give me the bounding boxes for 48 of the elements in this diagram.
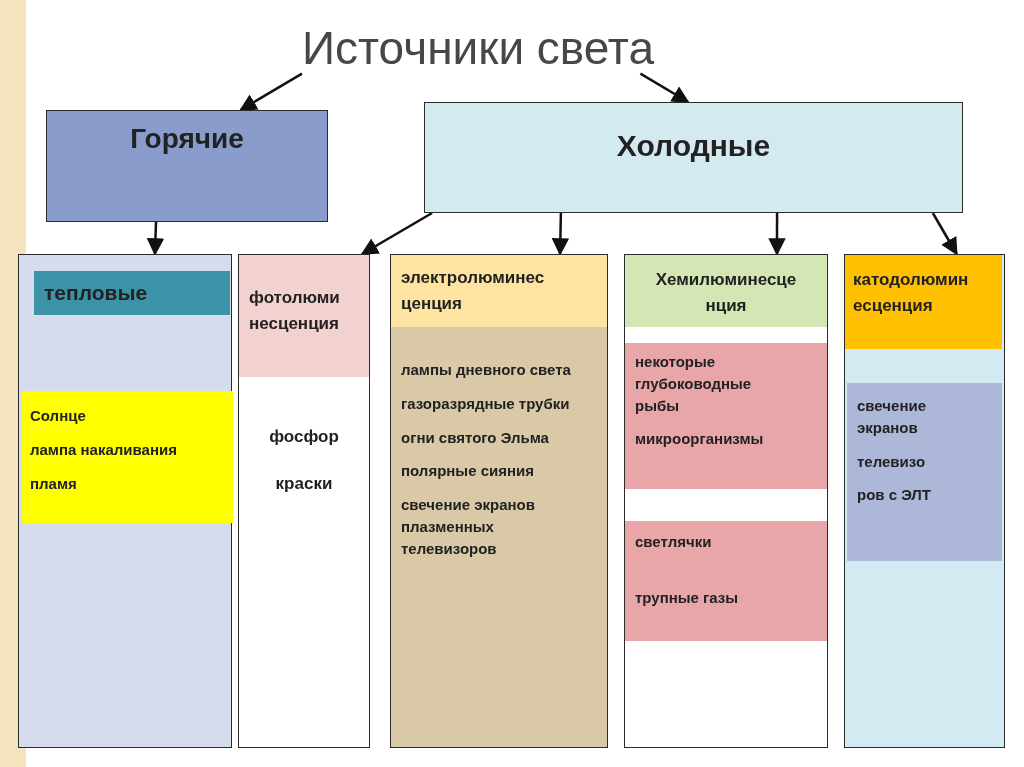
- item-text: ров с ЭЛТ: [857, 485, 931, 506]
- item-text: газоразрядные трубки: [401, 393, 570, 414]
- arrow: [768, 213, 786, 256]
- item-text: полярные сияния: [401, 461, 535, 482]
- item-text: краски: [275, 472, 333, 495]
- examples-box: [22, 391, 233, 523]
- header-band: [391, 255, 607, 327]
- title-text: Источники света: [302, 21, 654, 75]
- item-text: Солнце: [30, 406, 86, 426]
- arrow: [239, 72, 303, 112]
- header-band: [625, 255, 827, 327]
- header-band: [845, 255, 1002, 349]
- column-panel: [238, 254, 370, 748]
- examples-box: [625, 343, 827, 489]
- category-box: [424, 102, 963, 213]
- column-panel: [844, 254, 1005, 748]
- arrow: [639, 72, 690, 104]
- category-label: катодолюмин есценция: [853, 269, 970, 317]
- column-panel: [624, 254, 828, 748]
- arrow: [551, 212, 570, 256]
- category-label: тепловые: [44, 281, 148, 304]
- item-text: пламя: [30, 473, 77, 494]
- item-text: трупные газы: [635, 587, 739, 608]
- category-label: Горячие: [130, 123, 244, 155]
- category-label: Хемилюминесце нция: [654, 269, 798, 317]
- item-text: огни святого Эльма: [401, 427, 549, 448]
- category-label: электролюминес ценция: [401, 267, 546, 315]
- column-panel: [18, 254, 232, 748]
- item-text: некоторые глубоководные рыбы: [635, 352, 753, 416]
- category-box: [46, 110, 328, 222]
- item-text: свечение экранов: [857, 396, 927, 438]
- category-label: Холодные: [616, 129, 771, 163]
- column-panel: [390, 254, 608, 748]
- header-band: [34, 271, 230, 315]
- arrow: [360, 211, 433, 256]
- item-text: фосфор: [269, 426, 339, 448]
- examples-box: [625, 521, 827, 641]
- item-text: лампа накаливания: [30, 439, 177, 460]
- item-text: светлячки: [635, 532, 712, 552]
- category-label: фотолюми несценция: [249, 287, 341, 335]
- examples-box: [847, 383, 1002, 561]
- item-text: свечение экранов плазменных телевизоров: [401, 495, 536, 559]
- item-text: микроорганизмы: [635, 429, 764, 450]
- item-text: лампы дневного света: [401, 360, 571, 380]
- arrow: [931, 212, 958, 256]
- item-text: телевизо: [857, 451, 926, 472]
- header-band: [239, 255, 369, 377]
- arrow: [146, 221, 165, 256]
